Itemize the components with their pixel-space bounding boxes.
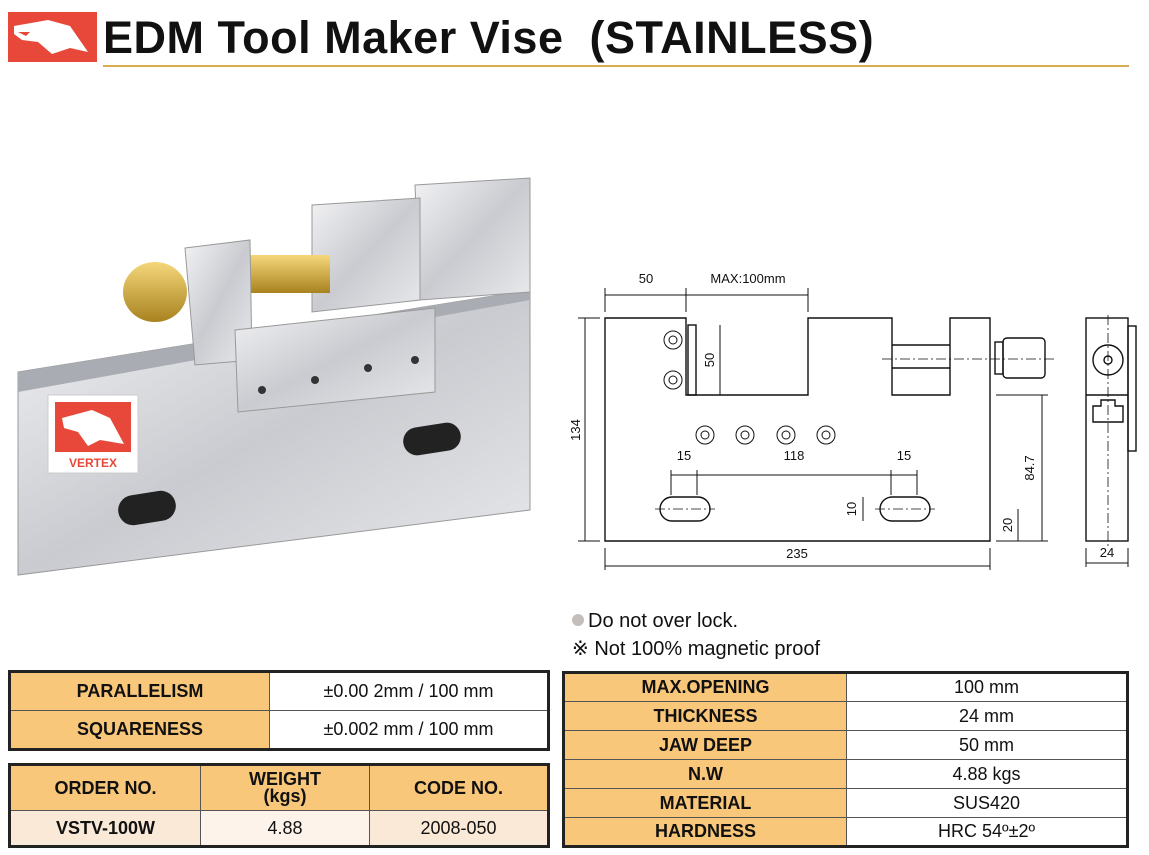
header-code-no: CODE NO. — [369, 764, 549, 811]
table-row: SQUARENESS±0.002 mm / 100 mm — [9, 710, 549, 750]
dim-height: 134 — [568, 419, 583, 441]
note-over-lock: Do not over lock. — [572, 610, 738, 633]
product-photo: VERTEX — [17, 177, 531, 576]
dim-jaw: 50 — [639, 271, 653, 286]
brand-label: VERTEX — [69, 456, 117, 470]
value-cell: 24 mm — [846, 701, 1128, 731]
bullet-icon — [572, 614, 584, 626]
order-table: ORDER NO. WEIGHT(kgs) CODE NO. VSTV-100W… — [8, 763, 550, 848]
dim-slot-span: 118 — [784, 448, 805, 463]
dim-base-height: 84.7 — [1022, 455, 1037, 480]
title-underline — [103, 65, 1129, 67]
value-cell: ±0.002 mm / 100 mm — [269, 710, 549, 750]
label-cell: SQUARENESS — [9, 710, 270, 750]
eagle-logo-icon — [8, 12, 97, 62]
header-weight: WEIGHT(kgs) — [200, 764, 370, 811]
page-title: EDM Tool Maker Vise (STAINLESS) — [103, 12, 875, 63]
value-cell: HRC 54º±2º — [846, 817, 1128, 847]
weight-label: WEIGHT — [249, 769, 321, 789]
table-header-row: ORDER NO. WEIGHT(kgs) CODE NO. — [9, 764, 549, 811]
dim-slot-left: 15 — [677, 448, 691, 463]
order-no-cell: VSTV-100W — [9, 810, 201, 847]
dim-jaw-deep: 50 — [702, 353, 717, 367]
value-cell: ±0.00 2mm / 100 mm — [269, 671, 549, 711]
label-cell: THICKNESS — [563, 701, 847, 731]
code-no-cell: 2008-050 — [369, 810, 549, 847]
weight-cell: 4.88 — [200, 810, 370, 847]
label-cell: MAX.OPENING — [563, 672, 847, 702]
label-cell: HARDNESS — [563, 817, 847, 847]
note-magnetic: ※ Not 100% magnetic proof — [572, 638, 820, 660]
table-row: VSTV-100W 4.88 2008-050 — [9, 810, 549, 847]
dim-slot-width: 10 — [844, 502, 859, 516]
value-cell: 100 mm — [846, 672, 1128, 702]
label-cell: JAW DEEP — [563, 730, 847, 760]
dim-length: 235 — [786, 546, 808, 561]
label-cell: MATERIAL — [563, 788, 847, 818]
value-cell: SUS420 — [846, 788, 1128, 818]
dim-thickness: 24 — [1100, 545, 1114, 560]
label-cell: PARALLELISM — [9, 671, 270, 711]
header-order-no: ORDER NO. — [9, 764, 201, 811]
value-cell: 4.88 kgs — [846, 759, 1128, 789]
note-text: Do not over lock. — [588, 610, 739, 632]
table-row: PARALLELISM±0.00 2mm / 100 mm — [9, 671, 549, 711]
accuracy-table: PARALLELISM±0.00 2mm / 100 mm SQUARENESS… — [8, 670, 550, 751]
dim-slot-right: 15 — [897, 448, 911, 463]
value-cell: 50 mm — [846, 730, 1128, 760]
dim-slot-height: 20 — [1000, 518, 1015, 532]
dim-max-opening: MAX:100mm — [710, 271, 785, 286]
label-cell: N.W — [563, 759, 847, 789]
weight-unit: (kgs) — [263, 786, 307, 806]
